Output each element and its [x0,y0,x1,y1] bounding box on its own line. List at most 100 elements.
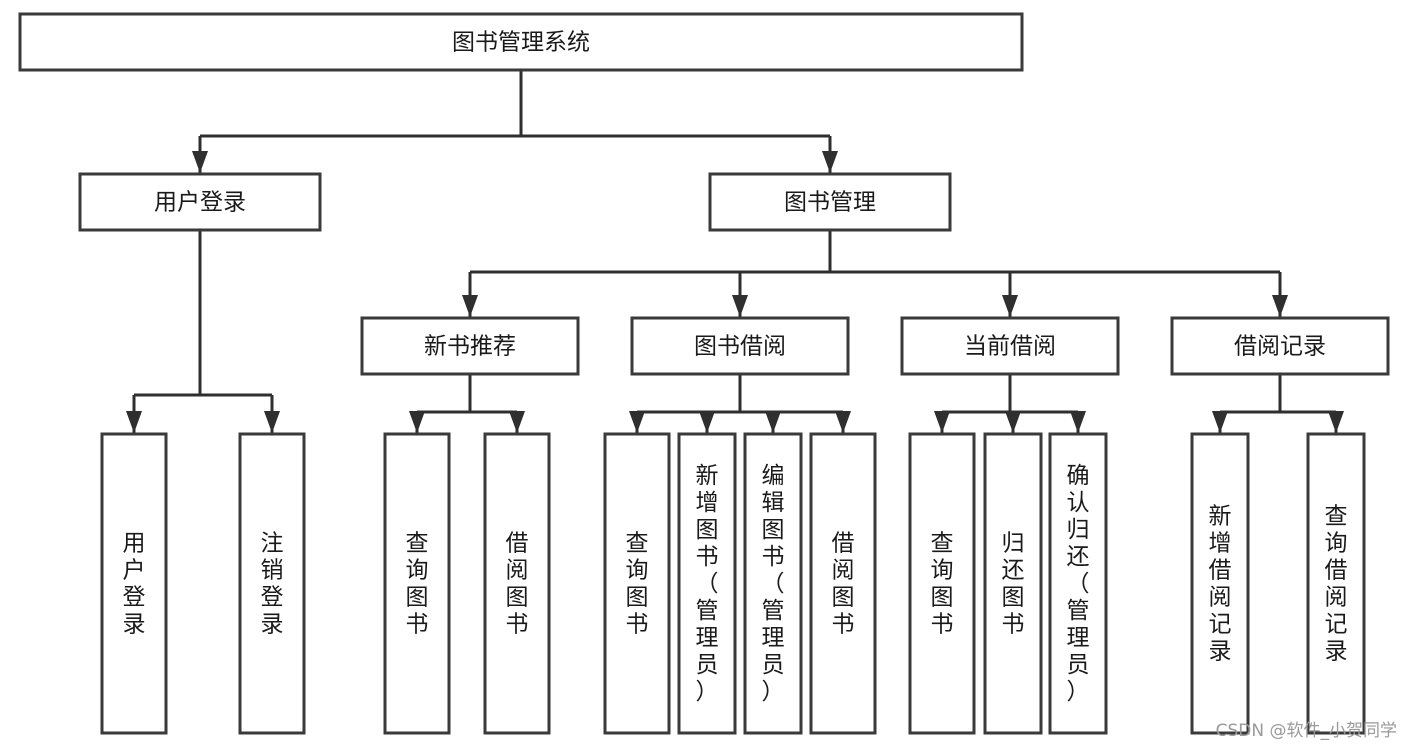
node-label-char: 借 [1209,558,1232,584]
arrow-head-icon [732,295,748,317]
node-label-char: 图 [832,585,855,611]
node-label-char: 增 [1209,531,1232,557]
node-label-char: 阅 [832,558,855,584]
node-label: 图书管理系统 [452,30,590,56]
node-label-char: 管 [1067,598,1090,624]
node-box [900,316,1120,376]
node-label-char: 图 [506,585,529,611]
node-label-char: 新 [1209,504,1232,530]
node-label-char: 借 [506,531,529,557]
node-label: 借阅记录 [1234,334,1326,360]
node-label-char: 理 [762,625,785,651]
node-new-book-rec[interactable]: 新书推荐 [360,316,580,376]
node-label-char: 书 [931,612,954,638]
node-label-char: 书 [832,612,855,638]
node-current-borrow[interactable]: 当前借阅 [900,316,1120,376]
node-user-login[interactable]: 用户登录 [78,172,322,232]
node-label-char: 询 [626,558,649,584]
node-box [743,432,803,735]
connector-layer [126,70,1344,433]
node-label: 当前借阅 [964,334,1056,360]
node-label-char: 图 [931,585,954,611]
node-label-char: 员 [762,652,785,678]
node-label-char: 登 [123,585,146,611]
node-label-char: 借 [832,531,855,557]
arrow-head-icon [934,411,950,433]
arrow-head-icon [264,411,280,433]
node-box [1170,316,1390,376]
arrow-head-icon [822,151,838,173]
node-label-char: 书 [762,544,785,570]
arrow-head-icon [1212,411,1228,433]
node-label-char: 录 [261,612,284,638]
node-label-char: 图 [626,585,649,611]
node-label: 用户登录 [154,190,246,216]
arrow-head-icon [192,151,208,173]
node-label-char: 询 [406,558,429,584]
node-label-char: 查 [406,531,429,557]
node-label-char: 还 [1002,558,1025,584]
node-leaf-user-login[interactable]: 用户登录 [100,432,168,735]
node-box [1190,432,1250,735]
node-label-char: 户 [123,558,146,584]
node-label-char: 录 [1209,639,1232,665]
node-label-char: 认 [1067,490,1090,516]
node-label-char: 查 [1325,504,1348,530]
node-label-char: 书 [1002,612,1025,638]
node-label-char: ） [1067,679,1090,705]
node-label-char: （ [1067,571,1090,597]
node-label-char: 员 [1067,652,1090,678]
node-label-char: 阅 [1325,585,1348,611]
node-label-char: 图 [696,517,719,543]
arrow-head-icon [1272,295,1288,317]
node-label-char: ） [762,679,785,705]
node-label-char: 记 [1325,612,1348,638]
node-label-char: 新 [696,463,719,489]
node-root[interactable]: 图书管理系统 [18,12,1024,72]
node-box [708,172,952,232]
node-label-char: 书 [626,612,649,638]
node-box [809,432,877,735]
node-book-borrow[interactable]: 图书借阅 [630,316,850,376]
node-borrow-record[interactable]: 借阅记录 [1170,316,1390,376]
node-label-char: 增 [696,490,719,516]
node-label-char: 图 [406,585,429,611]
arrow-head-icon [1328,411,1344,433]
arrow-head-icon [126,411,142,433]
node-label-char: 阅 [1209,585,1232,611]
node-layer: 图书管理系统用户登录图书管理新书推荐图书借阅当前借阅借阅记录用户登录注销登录查询… [18,12,1390,735]
node-label-char: 借 [1325,558,1348,584]
node-label-char: （ [762,571,785,597]
node-book-manage[interactable]: 图书管理 [708,172,952,232]
node-label-char: 书 [406,612,429,638]
node-label-char: 图 [1002,585,1025,611]
node-box [630,316,850,376]
node-label-char: 记 [1209,612,1232,638]
node-label-char: 询 [931,558,954,584]
csdn-watermark: CSDN @软件_小贺同学 [1215,721,1397,741]
node-label-char: ） [696,679,719,705]
node-label-char: 理 [696,625,719,651]
node-box [360,316,580,376]
node-label-char: 用 [123,531,146,557]
arrow-head-icon [699,411,715,433]
node-label-char: 还 [1067,544,1090,570]
node-label-char: 管 [762,598,785,624]
node-box [238,432,306,735]
node-box [383,432,451,735]
node-label-char: 图 [762,517,785,543]
